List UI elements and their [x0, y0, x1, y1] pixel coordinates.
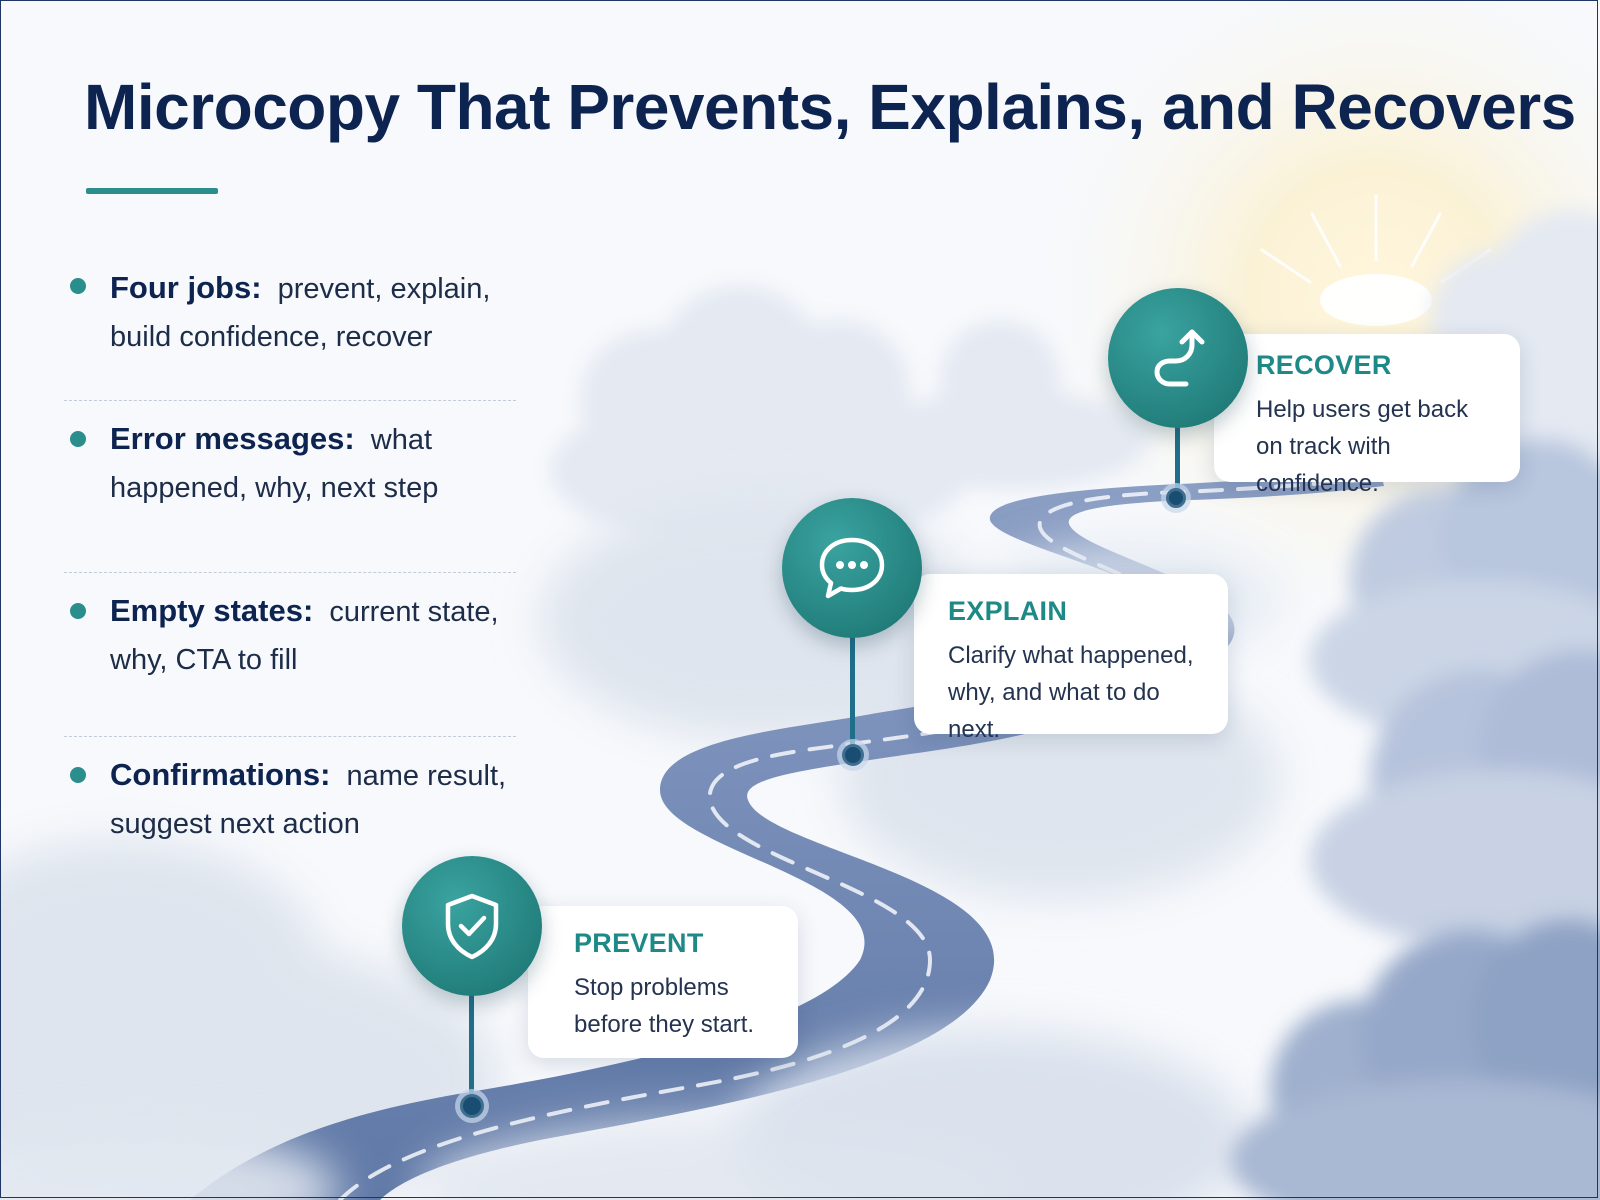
explain-card-line: why, and what to do next. — [948, 679, 1160, 743]
curved-arrow-icon — [1154, 329, 1205, 387]
bullet-dot-icon — [70, 431, 86, 447]
bullet-label: Confirmations: — [110, 757, 331, 792]
explain-marker — [782, 498, 922, 638]
bullet-text: current state, why, CTA to fill — [110, 596, 499, 676]
explain-road-pin — [842, 744, 864, 766]
speech-bubble-icon — [819, 537, 885, 599]
prevent-card-title: PREVENT — [574, 928, 704, 958]
prevent-marker — [402, 856, 542, 996]
explain-card-line: Clarify what happened, — [948, 642, 1194, 669]
recover-card-line: on track with confidence. — [1256, 433, 1391, 497]
bullet-label: Error messages: — [110, 421, 355, 456]
recover-card-line: Help users get back — [1256, 396, 1469, 423]
bullet-confirmations: Confirmations: name result, suggest next… — [64, 736, 516, 886]
bullet-label: Empty states: — [110, 593, 314, 628]
prevent-card-line: Stop problems — [574, 974, 729, 1001]
bullet-error-messages: Error messages: what happened, why, next… — [64, 400, 516, 572]
bullet-text: what happened, why, next step — [110, 424, 439, 504]
bullet-label: Four jobs: — [110, 270, 262, 305]
recover-card-body: Help users get back on track with confid… — [1256, 391, 1502, 502]
explain-pin-stem — [850, 636, 855, 754]
explain-card-title: EXPLAIN — [948, 596, 1068, 626]
title-underline — [86, 188, 218, 194]
prevent-card: PREVENT Stop problems before they start. — [528, 906, 798, 1058]
prevent-card-body: Stop problems before they start. — [574, 969, 778, 1043]
clouds-back — [550, 210, 1600, 550]
bullet-four-jobs: Four jobs: prevent, explain, build confi… — [64, 258, 516, 400]
sun-icon — [1260, 194, 1492, 326]
prevent-card-line: before they start. — [574, 1011, 755, 1038]
explain-card: EXPLAIN Clarify what happened, why, and … — [914, 574, 1228, 743]
explain-card-body: Clarify what happened, why, and what to … — [948, 637, 1208, 748]
recover-marker — [1108, 288, 1248, 428]
prevent-road-pin — [460, 1094, 484, 1118]
bullet-text: prevent, explain, build confidence, reco… — [110, 273, 491, 353]
prevent-pin-stem — [469, 994, 474, 1106]
recover-pin-stem — [1175, 426, 1180, 498]
bullet-dot-icon — [70, 278, 86, 294]
bullet-dot-icon — [70, 767, 86, 783]
bullet-empty-states: Empty states: current state, why, CTA to… — [64, 572, 516, 736]
recover-road-pin — [1166, 488, 1186, 508]
clouds-mid-right — [1310, 440, 1600, 950]
clouds-bottom-right — [1230, 920, 1600, 1200]
shield-check-icon — [445, 893, 499, 960]
bullet-text: name result, suggest next action — [110, 760, 507, 840]
bullet-dot-icon — [70, 603, 86, 619]
recover-card: RECOVER Help users get back on track wit… — [1214, 334, 1520, 497]
winding-road — [190, 470, 1384, 1200]
bullet-list: Four jobs: prevent, explain, build confi… — [64, 258, 516, 886]
recover-card-title: RECOVER — [1256, 350, 1392, 380]
page-title: Microcopy That Prevents, Explains, and R… — [84, 71, 1576, 143]
